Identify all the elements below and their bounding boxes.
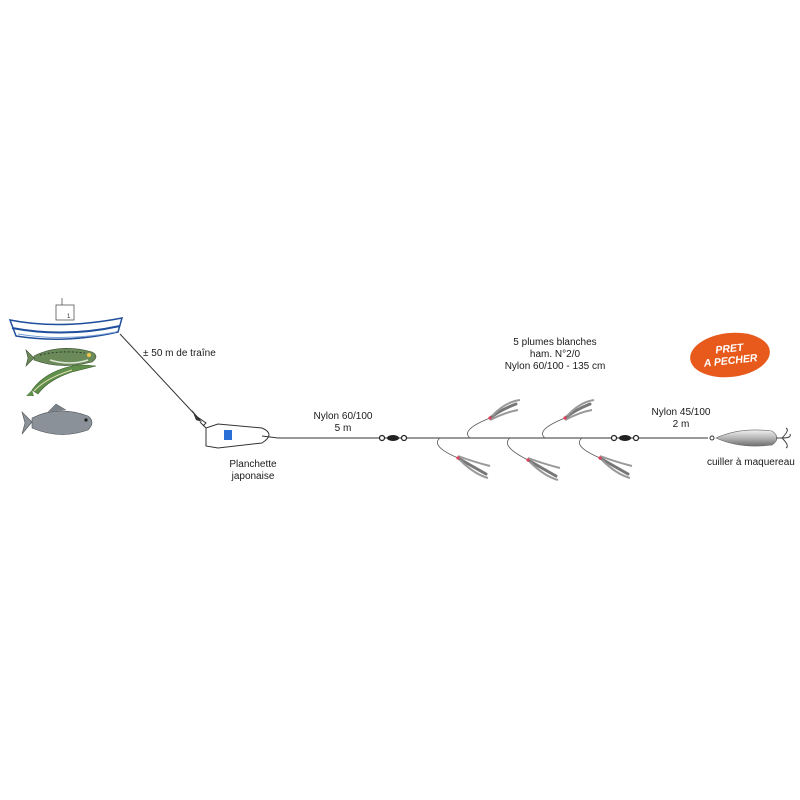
bass-icon (21, 403, 93, 435)
feather-lure-icon (506, 437, 561, 481)
badge-line2: A PECHER (703, 352, 759, 370)
feathers-label-line2: ham. N°2/0 (529, 349, 581, 360)
swivel-icon (378, 434, 408, 442)
nylon-end-label-line2: 2 m (672, 419, 690, 430)
spoon-lure-icon (709, 427, 791, 449)
planchette-board-icon (199, 421, 279, 449)
feather-lure-icon (436, 437, 491, 479)
trolling-line (119, 333, 201, 421)
feather-lure-icon (542, 399, 595, 439)
nylon-main-label: Nylon 60/100 5 m (298, 411, 388, 435)
planchette-label: Planchette japonaise (218, 459, 288, 483)
feather-lure-icon (467, 399, 521, 439)
trolling-length-label: ± 50 m de traîne (143, 348, 216, 359)
boat-number: 1 (67, 314, 71, 320)
boat-icon: 1 (8, 298, 124, 340)
nylon-main-label-line1: Nylon 60/100 (313, 411, 373, 422)
feather-lure-icon (578, 437, 633, 479)
trolling-arrow-icon (192, 410, 202, 422)
nylon-end-label: Nylon 45/100 2 m (636, 407, 726, 431)
swivel-icon (610, 434, 640, 442)
garfish-icon (26, 364, 97, 396)
nylon-end-label-line1: Nylon 45/100 (651, 407, 711, 418)
feathers-label: 5 plumes blanches ham. N°2/0 Nylon 60/10… (480, 337, 630, 373)
spoon-label: cuiller à maquereau (707, 457, 795, 468)
feathers-label-line1: 5 plumes blanches (513, 337, 597, 348)
nylon-main-label-line2: 5 m (334, 423, 352, 434)
planchette-label-line1: Planchette (229, 459, 277, 470)
mackerel-icon (25, 348, 97, 367)
feathers-label-line3: Nylon 60/100 - 135 cm (504, 361, 606, 372)
planchette-label-line2: japonaise (231, 471, 275, 482)
